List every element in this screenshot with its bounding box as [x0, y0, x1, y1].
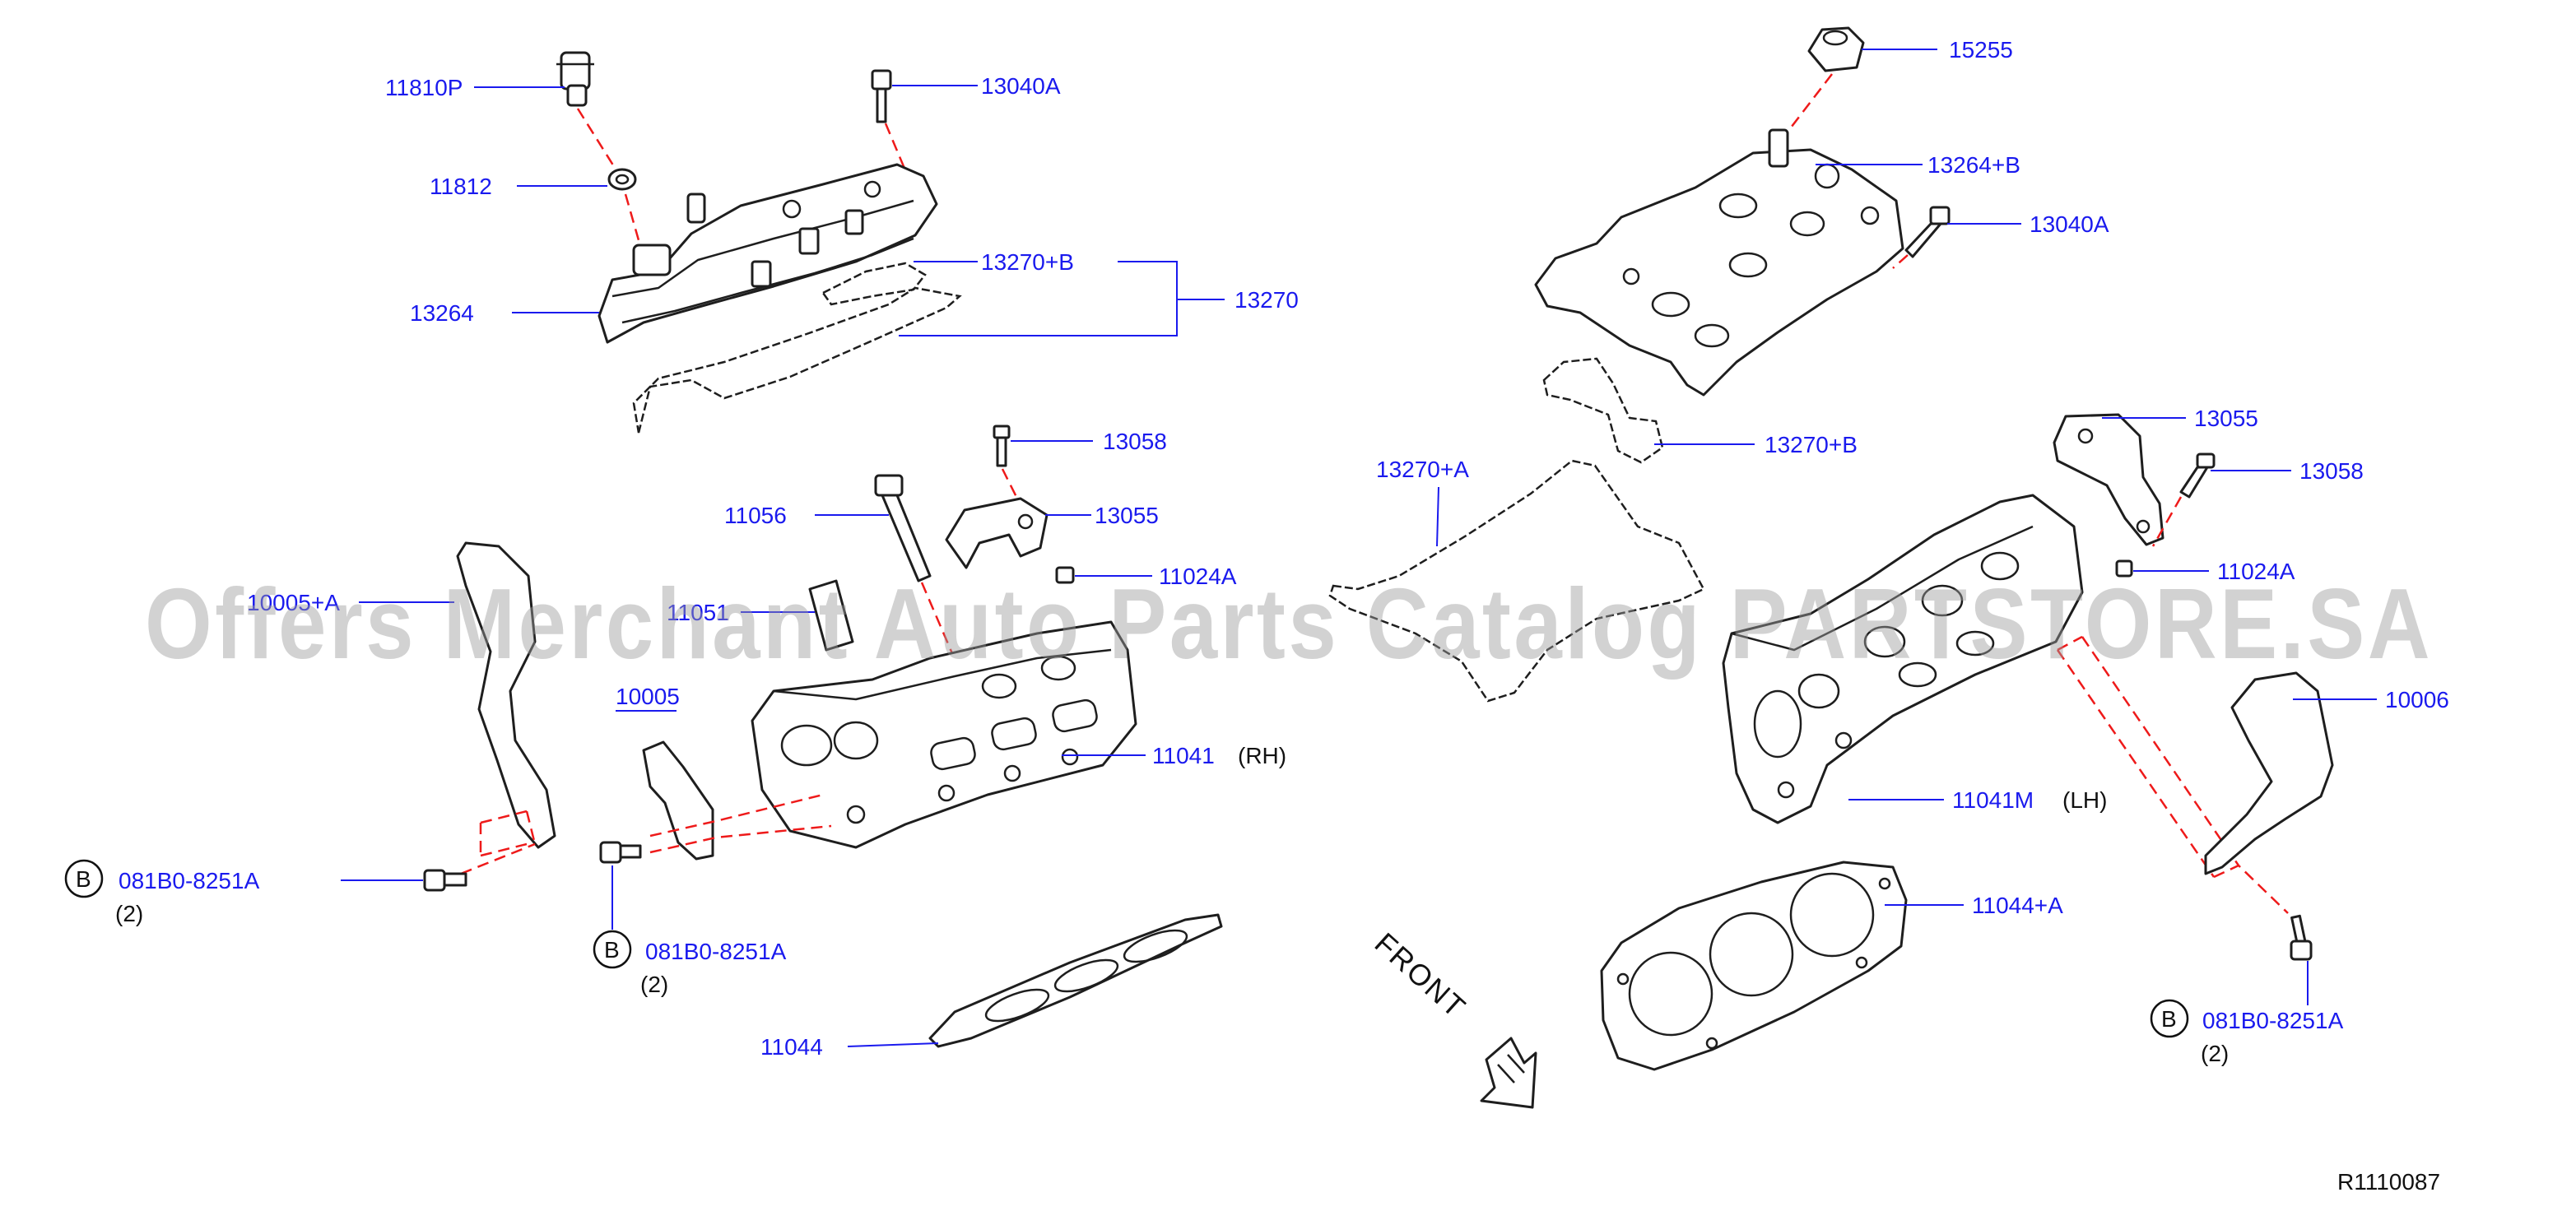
callout-13270A[interactable]: 13270+A [1376, 457, 1469, 482]
callout-13270[interactable]: 13270 [1235, 287, 1299, 313]
bolt-symbol-label-2: B [604, 937, 620, 963]
callout-10005[interactable]: 10005 [616, 684, 680, 709]
valve-cover-rh-part [598, 163, 938, 344]
leader-13270A [1436, 486, 1439, 547]
bolt-11024A-right-part [2115, 559, 2133, 578]
assembly-line [460, 842, 536, 875]
qty-note-1: (2) [115, 901, 143, 926]
bolt-11024A-left-part [1055, 566, 1075, 584]
callout-081B0-left-1[interactable]: 081B0-8251A [119, 868, 260, 893]
assembly-line [624, 193, 640, 241]
valve-cover-gasket-rh-part [632, 286, 962, 434]
front-arrow-icon [1480, 1037, 1537, 1109]
callout-13040A-left[interactable]: 13040A [981, 73, 1061, 99]
assembly-line [576, 108, 621, 175]
callout-11044A[interactable]: 11044+A [1972, 893, 2063, 918]
watermark-text: Offers Merchant Auto Parts Catalog PARTS… [145, 568, 2433, 680]
assembly-line [2056, 635, 2289, 914]
bolt-symbol-b-2 [593, 930, 632, 969]
callout-11812[interactable]: 11812 [430, 174, 492, 199]
callout-13040A-right[interactable]: 13040A [2030, 211, 2109, 237]
seal-ring-part [607, 168, 637, 191]
gasket-13270B-right-part [1542, 357, 1664, 464]
side-label-rh: (RH) [1238, 743, 1286, 768]
side-label-lh: (LH) [2062, 787, 2107, 813]
callout-13264[interactable]: 13264 [410, 300, 474, 326]
callout-13264B[interactable]: 13264+B [1927, 152, 2020, 178]
callout-11041[interactable]: 11041 [1152, 743, 1215, 768]
callout-10006[interactable]: 10006 [2385, 687, 2449, 712]
bolt-13058-right-part [2179, 452, 2216, 499]
callout-13058-left[interactable]: 13058 [1103, 429, 1167, 454]
assembly-line [2151, 496, 2183, 547]
bracket-10006-part [2204, 671, 2334, 875]
head-bolt-part [874, 474, 932, 582]
cylinder-head-lh-part [1722, 494, 2084, 824]
assembly-line [1727, 73, 1833, 210]
valve-cover-lh-part [1534, 128, 1904, 397]
callout-11041M[interactable]: 11041M [1952, 787, 2034, 813]
bolt-symbol-label-3: B [2161, 1006, 2177, 1032]
callout-13058-right[interactable]: 13058 [2299, 458, 2364, 484]
oil-filler-cap-part [1807, 26, 1865, 72]
callout-13055-right[interactable]: 13055 [2194, 406, 2258, 431]
callout-081B0-right[interactable]: 081B0-8251A [2202, 1008, 2344, 1033]
assembly-line [479, 810, 537, 857]
diagram-reference-number: R1110087 [2337, 1169, 2440, 1195]
bolt-symbol-b-3 [2150, 999, 2189, 1038]
callout-11024A-left[interactable]: 11024A [1159, 564, 1237, 589]
qty-note-2: (2) [640, 972, 668, 997]
leader-11044 [847, 1042, 939, 1047]
bolt-081B0-left-1-part [423, 869, 467, 892]
front-label: FRONT [1369, 926, 1473, 1024]
bracket-13270 [899, 261, 1225, 336]
bracket-13055-left-part [945, 497, 1049, 569]
callout-13270B-right[interactable]: 13270+B [1765, 432, 1858, 457]
bracket-10005-part [642, 740, 714, 861]
bolt-081B0-right-part [2290, 914, 2313, 961]
callout-13270B-left[interactable]: 13270+B [981, 249, 1074, 275]
callout-11051[interactable]: 11051 [667, 600, 729, 625]
assembly-line [649, 793, 832, 854]
callout-11056[interactable]: 11056 [724, 503, 787, 528]
head-gasket-rh-part [928, 913, 1223, 1048]
pcv-valve-part [556, 51, 594, 107]
stud-bolt-right-part [1904, 206, 1951, 258]
bracket-10005A-part [456, 541, 556, 849]
gasket-13270B-left-part [821, 262, 927, 306]
plug-11051-part [808, 579, 854, 652]
callout-11044[interactable]: 11044 [760, 1034, 823, 1060]
assembly-line [1892, 254, 1909, 269]
qty-note-3: (2) [2201, 1041, 2229, 1066]
callout-11810P[interactable]: 11810P [385, 75, 463, 100]
front-arrow-hatch [1497, 1054, 1525, 1083]
callout-081B0-left-2[interactable]: 081B0-8251A [645, 939, 787, 964]
bracket-13055-right-part [2053, 413, 2164, 546]
bolt-symbol-b-1 [64, 859, 104, 898]
callout-11024A-right[interactable]: 11024A [2217, 559, 2295, 584]
callout-15255[interactable]: 15255 [1949, 37, 2013, 63]
callout-13055-left[interactable]: 13055 [1095, 503, 1159, 528]
valve-cover-gasket-lh-part [1328, 459, 1705, 703]
cylinder-head-rh-part [751, 620, 1137, 849]
bolt-081B0-left-2-part [599, 841, 642, 864]
callout-10005A[interactable]: 10005+A [247, 590, 340, 615]
head-gasket-lh-part [1600, 861, 1908, 1071]
stud-bolt-part [871, 69, 892, 123]
bolt-13058-left-part [993, 425, 1011, 467]
bolt-symbol-label-1: B [76, 866, 91, 892]
